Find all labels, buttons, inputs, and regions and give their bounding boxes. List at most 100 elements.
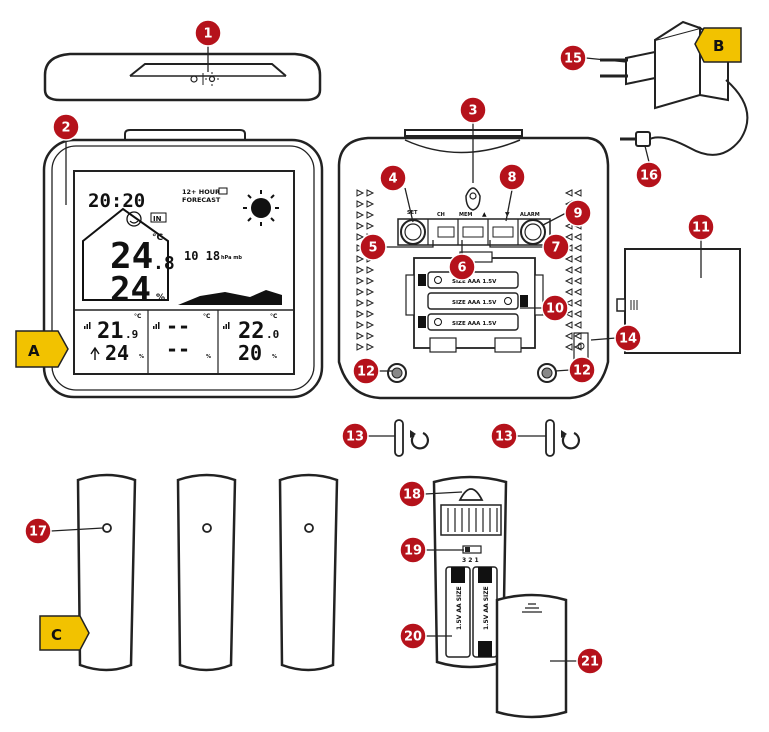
leader-line [424, 491, 463, 495]
indoor-temperature: 24 [110, 236, 153, 277]
callout-13: 13 [341, 422, 369, 450]
battery-aaa-label-1: SIZE AAA 1.5V [452, 279, 497, 285]
callout-number: 13 [495, 430, 513, 445]
callout-11: 11 [687, 213, 715, 241]
callout-number: 19 [404, 544, 422, 559]
vent-slot [356, 200, 365, 208]
callout-number: 5 [368, 241, 377, 256]
clip-13-left [394, 419, 430, 457]
vent-slot [356, 189, 365, 197]
leader-line [644, 145, 650, 163]
battery-aaa-2 [427, 292, 519, 310]
vent-slot [356, 321, 365, 329]
time-readout: 20:20 [88, 190, 145, 212]
vent-slot [564, 288, 573, 296]
vent-slot [564, 222, 573, 230]
vent-slot [573, 255, 582, 263]
vent-slot [573, 277, 582, 285]
channel1-humidity-unit: % [139, 354, 144, 360]
callout-number: 2 [61, 121, 70, 136]
callout-number: 20 [404, 630, 422, 645]
callout-5: 5 [359, 233, 387, 261]
channel3-temp-unit: °C [270, 313, 278, 320]
vent-slot [366, 310, 375, 318]
callout-number: 7 [551, 241, 560, 256]
lcd-display: 20:20 12+ HOUR FORECAST IN 24 .8 °C 24 %… [82, 187, 282, 365]
battery-aaa-label-3: SIZE AAA 1.5V [452, 321, 497, 327]
vent-slot [356, 266, 365, 274]
battery-aa-label-2: 1.5V AA SIZE [483, 586, 490, 630]
callout-6: 6 [448, 253, 476, 281]
callout-8: 8 [498, 163, 526, 191]
pressure-readout: 10 18 [184, 249, 220, 263]
callout-number: 14 [619, 332, 637, 347]
vent-slot [356, 233, 365, 241]
leader-line [505, 189, 513, 222]
signal-bars-icon [84, 322, 230, 329]
vent-slot [366, 189, 375, 197]
forecast-label-line1: 12+ HOUR [182, 188, 220, 196]
callout-17: 17 [24, 517, 52, 545]
vent-slot [356, 277, 365, 285]
sun-icon [243, 190, 279, 226]
vent-slot [573, 244, 582, 252]
callout-4: 4 [379, 164, 407, 192]
channel2-humidity-unit: % [206, 354, 211, 360]
callout-1: 1 [194, 19, 222, 47]
forecast-label-line2: FORECAST [182, 196, 221, 204]
tag-b-label: B [713, 37, 724, 55]
vent-slot [564, 343, 573, 351]
remote-sensor-1 [76, 473, 137, 672]
leader-line [489, 240, 544, 248]
callout-number: 11 [692, 221, 710, 236]
vent-slot [356, 343, 365, 351]
vent-slot [564, 310, 573, 318]
channel3-humidity-unit: % [272, 354, 277, 360]
callout-number: 17 [29, 525, 47, 540]
leader-line [50, 527, 104, 532]
battery-aaa-label-2: SIZE AAA 1.5V [452, 300, 497, 306]
callout-number: 12 [357, 365, 375, 380]
channel2-temp-unit: °C [203, 313, 211, 320]
vent-slot [356, 288, 365, 296]
indoor-humidity: 24 [110, 270, 151, 310]
vent-slot [356, 222, 365, 230]
remote-sensor-3 [278, 473, 339, 672]
sensor-battery-door [495, 593, 568, 719]
vent-slot [573, 288, 582, 296]
leader-line [554, 369, 571, 372]
callout-20: 20 [399, 622, 427, 650]
vent-slot [366, 266, 375, 274]
ventilation-slots [356, 189, 582, 351]
ch-button[interactable] [437, 226, 455, 238]
snooze-light-icon [190, 72, 219, 86]
vent-slot [366, 343, 375, 351]
mem-button[interactable] [462, 226, 484, 238]
pressure-unit: hPa mb [221, 255, 242, 261]
callout-14: 14 [614, 324, 642, 352]
battery-low-icon [218, 187, 228, 195]
down-button[interactable] [492, 226, 514, 238]
vent-slot [573, 332, 582, 340]
vent-slot [564, 277, 573, 285]
channel1-humidity: 24 [105, 341, 129, 365]
clip-13-right [545, 419, 581, 457]
leader-lines [50, 46, 702, 662]
callout-16: 16 [635, 161, 663, 189]
vent-slot [573, 266, 582, 274]
channel-switch-label: 3 2 1 [462, 557, 479, 564]
vent-slot [573, 299, 582, 307]
sensor-back-open: 3 2 1 1.5V AA SIZE 1.5V AA SIZE [432, 475, 508, 669]
vent-slot [366, 211, 375, 219]
callout-number: 9 [573, 207, 582, 222]
ch-label: CH [437, 212, 445, 218]
callout-9: 9 [564, 199, 592, 227]
callout-number: 12 [573, 364, 591, 379]
vent-slot [573, 321, 582, 329]
callout-number: 8 [507, 171, 516, 186]
mem-label: MEM [459, 212, 472, 218]
callout-10: 10 [541, 294, 569, 322]
channel1-temperature: 21 [97, 319, 124, 344]
battery-aa-label-1: 1.5V AA SIZE [456, 586, 463, 630]
